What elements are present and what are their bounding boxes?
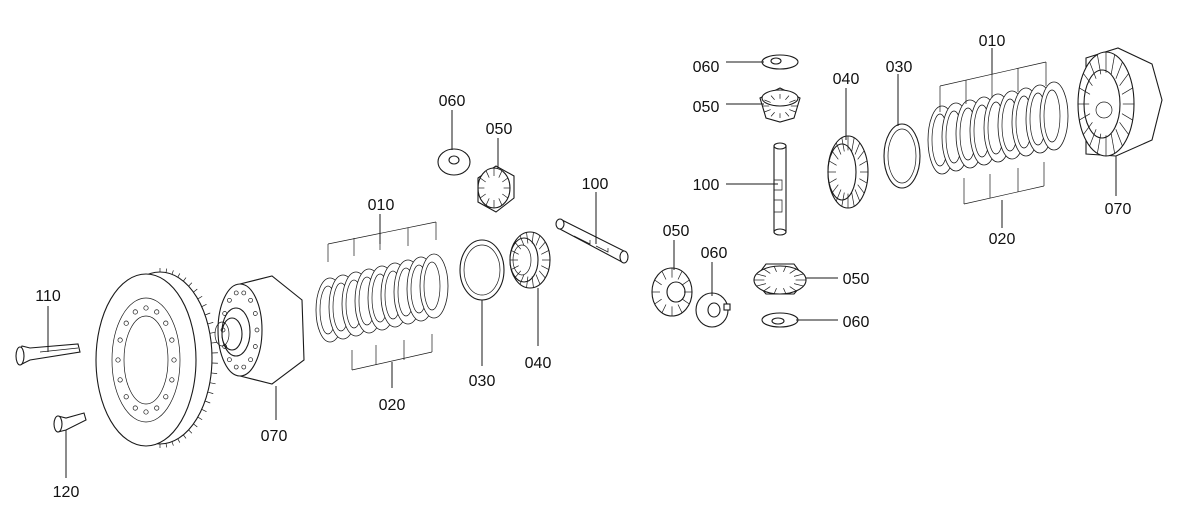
callout-070-right: 070 [1105,201,1132,218]
side-gear-040-right [827,135,869,209]
housing-070-right [1077,47,1163,157]
thrust-washer-030-right [883,123,921,189]
callout-050-right-bottom: 050 [843,271,870,288]
callout-020-right: 020 [989,231,1016,248]
callout-010-left: 010 [368,197,395,214]
callout-110: 110 [35,288,61,305]
callout-030-right: 030 [886,59,913,76]
callout-100-center: 100 [582,176,609,193]
cross-shaft-100 [555,218,629,264]
callout-040-right: 040 [833,71,860,88]
washer-060-left [437,148,471,176]
callout-100-right: 100 [693,177,720,194]
callout-070-left: 070 [261,428,288,445]
callout-040-left: 040 [525,355,552,372]
thrust-washer-030-left [459,239,505,301]
pinion-gear-050-left [477,165,515,213]
clutch-discs-right [927,61,1069,205]
callout-030-left: 030 [469,373,496,390]
callout-060-right-top: 060 [693,59,720,76]
pinion-gear-050-center [651,267,693,317]
cross-shaft-100-right [773,142,787,236]
callout-060-center: 060 [701,245,728,262]
callout-120: 120 [53,484,80,501]
leader-lines [47,48,1117,478]
pinion-gear-050-right-top [759,87,801,123]
callout-010-right: 010 [979,33,1006,50]
callout-060-left-top: 060 [439,93,466,110]
callout-060-right-bottom: 060 [843,314,870,331]
callout-050-left-top: 050 [486,121,513,138]
callout-labels: 010 020 030 040 050 050 060 060 070 100 … [35,33,1131,501]
callout-020-left: 020 [379,397,406,414]
callout-050-center: 050 [663,223,690,240]
pinion-gear-050-right-bottom [753,263,807,295]
clutch-discs-left [315,221,449,371]
bolt-110 [15,343,81,366]
washer-060-center [695,292,731,328]
washer-060-right-bottom [761,312,799,328]
side-gear-040-left [509,231,551,289]
ring-gear [95,268,218,448]
housing-070-left [214,275,305,385]
callout-050-right-top: 050 [693,99,720,116]
washer-060-right-top [761,54,799,70]
bolt-120 [53,412,87,433]
